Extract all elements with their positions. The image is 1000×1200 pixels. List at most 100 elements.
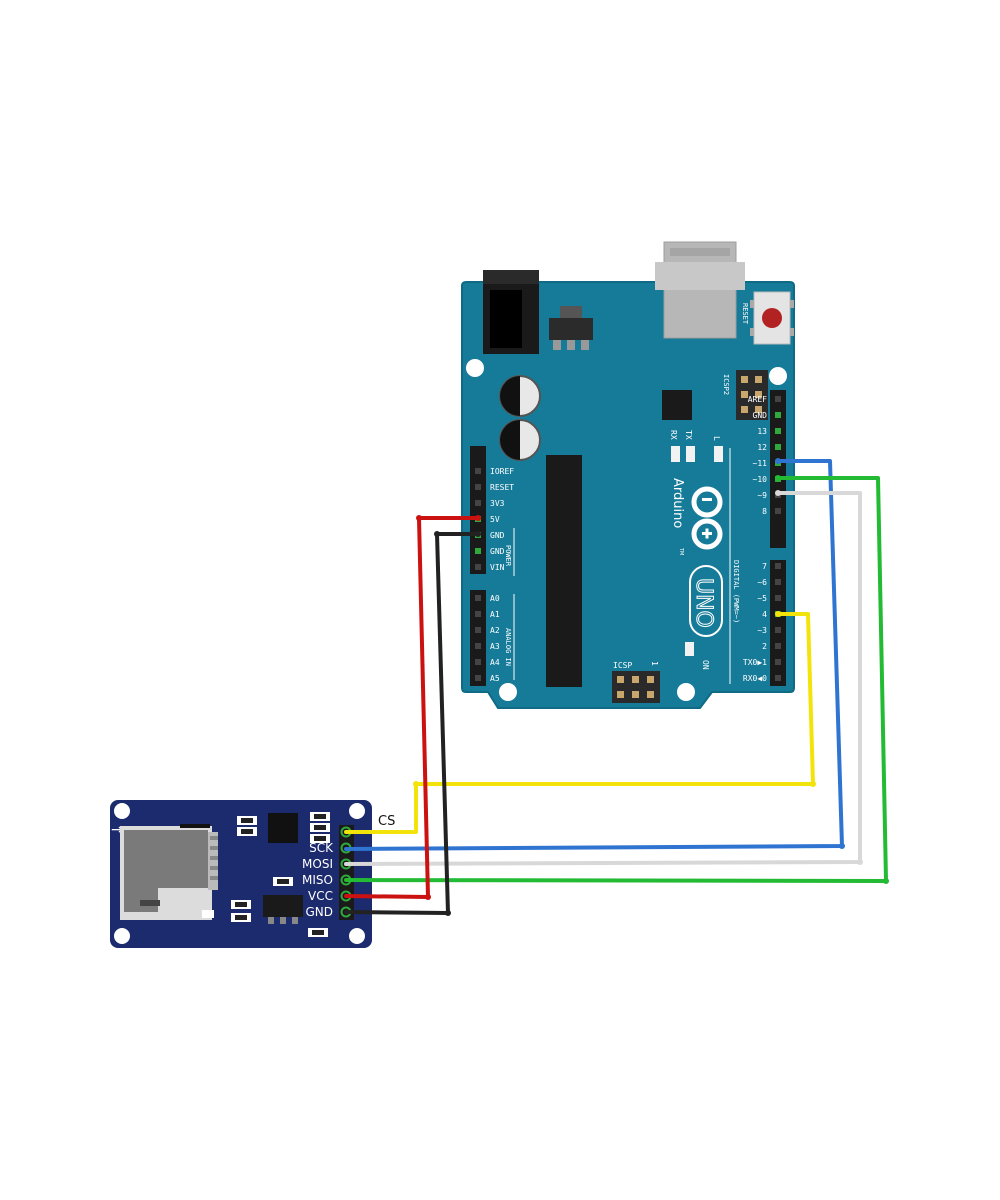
smd-resistor xyxy=(310,834,330,843)
wire-endpoint xyxy=(810,781,816,787)
pin-label: ~11 xyxy=(753,459,768,468)
uno-logo: UNO xyxy=(689,565,723,637)
pin-label: A1 xyxy=(490,610,500,619)
header-pin[interactable] xyxy=(475,500,481,506)
dc-power-jack xyxy=(483,270,539,354)
micro-sd-slot xyxy=(120,824,218,920)
header-pin[interactable] xyxy=(775,508,781,514)
pin-label: A5 xyxy=(490,674,500,683)
header-pin[interactable] xyxy=(775,444,781,450)
wire-endpoint xyxy=(883,878,889,884)
sd-pin-label-gnd: GND xyxy=(305,905,333,919)
header-pins: IOREFRESET3V35VGNDGNDVINA0A1A2A3A4A5AREF… xyxy=(475,395,781,683)
wire-mosi xyxy=(344,491,862,866)
wire-endpoint xyxy=(775,458,781,464)
smd-resistor xyxy=(310,812,330,821)
header-pin[interactable] xyxy=(775,675,781,681)
header-pin[interactable] xyxy=(475,675,481,681)
model-label: UNO xyxy=(691,578,716,628)
smd-resistor xyxy=(237,816,257,825)
header-pin[interactable] xyxy=(475,659,481,665)
pin-label: A2 xyxy=(490,626,500,635)
pin-label: RESET xyxy=(490,483,514,492)
atmega-chip xyxy=(546,455,582,687)
digital-group-label: DIGITAL (PWM=~) xyxy=(732,560,740,623)
mounting-hole xyxy=(466,359,484,377)
pin-label: GND xyxy=(490,531,505,540)
pin-label: ~3 xyxy=(757,626,767,635)
wire-endpoint xyxy=(413,781,419,787)
pin-label: 13 xyxy=(757,427,767,436)
header-pin[interactable] xyxy=(775,627,781,633)
led-tx-label: TX xyxy=(684,430,693,440)
pin-label: VIN xyxy=(490,563,505,572)
mounting-hole xyxy=(769,367,787,385)
header-pin[interactable] xyxy=(475,611,481,617)
usb-connector xyxy=(655,241,745,339)
wire-endpoint xyxy=(425,894,431,900)
pin-label: 7 xyxy=(762,562,767,571)
pin-label: GND xyxy=(490,547,505,556)
digital-header-low xyxy=(770,560,786,686)
sd-pin-label-miso: MISO xyxy=(302,873,333,887)
header-pin[interactable] xyxy=(475,643,481,649)
header-pin[interactable] xyxy=(775,659,781,665)
sd-module-header xyxy=(339,825,354,920)
header-pin[interactable] xyxy=(475,484,481,490)
analog-header xyxy=(470,590,486,686)
trademark-label: TM xyxy=(678,547,684,555)
wire-gnd xyxy=(344,532,480,915)
brand-label: Arduino xyxy=(670,478,685,528)
led-on-label: ON xyxy=(701,660,710,670)
led-on xyxy=(685,642,694,656)
pin-label: A4 xyxy=(490,658,500,667)
header-pin[interactable] xyxy=(475,548,481,554)
power-group-label: POWER xyxy=(504,545,512,567)
pin-label: ~6 xyxy=(757,578,767,587)
icsp-label: ICSP xyxy=(613,661,632,670)
header-pin[interactable] xyxy=(775,396,781,402)
smd-capacitor xyxy=(231,900,251,909)
header-pin[interactable] xyxy=(775,428,781,434)
smd-resistor xyxy=(310,823,330,832)
pin-label: 8 xyxy=(762,507,767,516)
level-shifter-chip xyxy=(268,813,298,843)
header-pin[interactable] xyxy=(775,563,781,569)
header-pin[interactable] xyxy=(475,627,481,633)
wire-endpoint xyxy=(445,910,451,916)
wire-sck xyxy=(344,459,844,851)
pin-label: GND xyxy=(753,411,768,420)
wire-endpoint xyxy=(475,515,481,521)
header-pin[interactable] xyxy=(775,643,781,649)
arduino-infinity-logo xyxy=(691,486,723,550)
header-pin[interactable] xyxy=(475,595,481,601)
sd-pin-label-mosi: MOSI xyxy=(302,857,333,871)
header-pin[interactable] xyxy=(475,468,481,474)
reset-label: RESET xyxy=(741,303,749,325)
reset-button[interactable] xyxy=(750,291,794,345)
arduino-pcb xyxy=(461,281,795,709)
wire-endpoint xyxy=(775,611,781,617)
header-pin[interactable] xyxy=(775,412,781,418)
icsp2-header xyxy=(736,370,768,420)
mounting-hole xyxy=(114,803,130,819)
header-pin[interactable] xyxy=(775,595,781,601)
sd-pin-label-vcc: VCC xyxy=(308,889,333,903)
wires xyxy=(344,459,888,915)
mounting-hole xyxy=(114,928,130,944)
led-l-label: L xyxy=(712,436,721,441)
header-pin[interactable] xyxy=(775,579,781,585)
header-pin[interactable] xyxy=(475,564,481,570)
mounting-hole xyxy=(349,803,365,819)
sd-pin-label-sck: SCK xyxy=(309,841,334,855)
wire-endpoint xyxy=(775,490,781,496)
wire-endpoint xyxy=(416,515,422,521)
wire-endpoint xyxy=(475,531,481,537)
arduino-uno-board: RESET ICSP2 TX RX xyxy=(461,241,795,709)
smd-capacitor xyxy=(308,928,328,937)
wire-endpoint xyxy=(775,475,781,481)
smd-capacitor xyxy=(273,877,293,886)
wire-vcc xyxy=(344,516,480,899)
pin-label: 4 xyxy=(762,610,767,619)
